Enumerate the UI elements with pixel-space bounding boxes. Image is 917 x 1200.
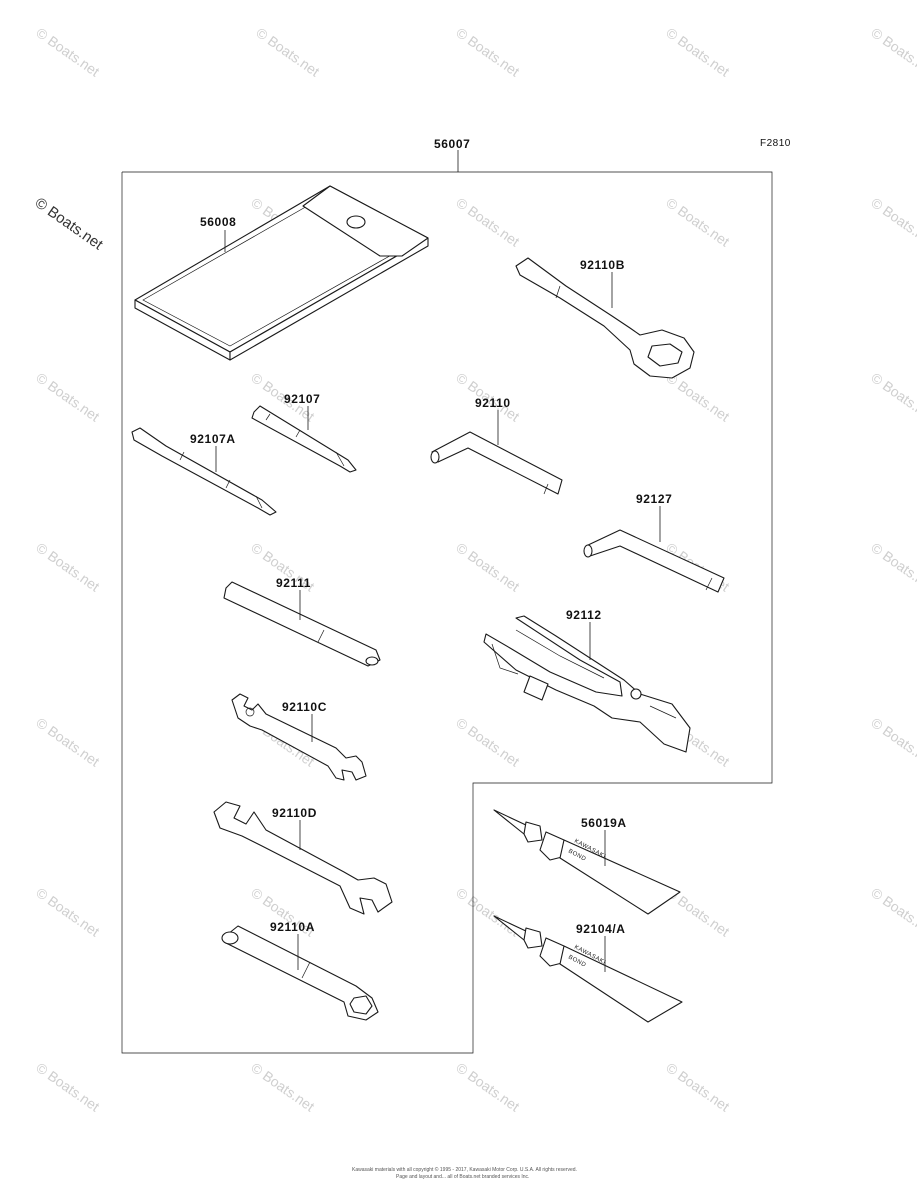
figure-id: F2810 xyxy=(760,138,791,149)
label-92111[interactable]: 92111 xyxy=(276,576,311,590)
watermark: © Boats.net xyxy=(248,1059,317,1114)
label-92127[interactable]: 92127 xyxy=(636,492,672,506)
watermark-main: © Boats.net xyxy=(32,194,107,253)
label-92107a[interactable]: 92107A xyxy=(190,432,236,446)
watermark: © Boats.net xyxy=(33,24,102,79)
hex-key-small xyxy=(583,529,725,593)
watermark: © Boats.net xyxy=(868,369,917,424)
hex-key xyxy=(430,431,563,495)
label-92110d[interactable]: 92110D xyxy=(272,806,317,820)
watermark: © Boats.net xyxy=(868,539,917,594)
watermark: © Boats.net xyxy=(33,884,102,939)
kit-outline xyxy=(121,150,773,1054)
footer-line2: Page and layout and... all of Boats.net … xyxy=(396,1174,529,1180)
watermark: © Boats.net xyxy=(453,884,522,939)
watermark: © Boats.net xyxy=(868,194,917,249)
label-56008[interactable]: 56008 xyxy=(200,215,236,229)
watermark: © Boats.net xyxy=(33,714,102,769)
watermark: © Boats.net xyxy=(453,714,522,769)
label-56007[interactable]: 56007 xyxy=(434,137,470,151)
open-end-wrench-large xyxy=(213,801,393,915)
watermark: © Boats.net xyxy=(253,24,322,79)
box-wrench xyxy=(221,925,379,1021)
watermark: © Boats.net xyxy=(453,1059,522,1114)
label-92110[interactable]: 92110 xyxy=(475,396,511,410)
watermark: © Boats.net xyxy=(453,194,522,249)
label-92112[interactable]: 92112 xyxy=(566,608,602,622)
footer-line1: Kawasaki materials with all copyright © … xyxy=(352,1166,577,1173)
watermark: © Boats.net xyxy=(33,1059,102,1114)
tool-handle xyxy=(223,581,381,667)
screwdriver-bit-a xyxy=(131,427,277,516)
watermark: © Boats.net xyxy=(663,194,732,249)
watermark: © Boats.net xyxy=(33,369,102,424)
ring-spanner xyxy=(515,257,695,379)
pliers xyxy=(483,615,691,753)
watermark: © Boats.net xyxy=(33,539,102,594)
label-92107[interactable]: 92107 xyxy=(284,392,320,406)
watermark-layer: © Boats.net © Boats.net © Boats.net © Bo… xyxy=(32,24,917,1114)
label-92110a[interactable]: 92110A xyxy=(270,920,315,934)
watermark: © Boats.net xyxy=(663,1059,732,1114)
label-92110b[interactable]: 92110B xyxy=(580,258,625,272)
watermark: © Boats.net xyxy=(453,24,522,79)
label-92104a[interactable]: 92104/A xyxy=(576,922,626,936)
label-92110c[interactable]: 92110C xyxy=(282,700,327,714)
open-end-wrench-small xyxy=(231,693,367,781)
watermark: © Boats.net xyxy=(868,714,917,769)
label-56019a[interactable]: 56019A xyxy=(581,816,627,830)
screwdriver-bit xyxy=(251,405,357,473)
watermark: © Boats.net xyxy=(868,884,917,939)
tool-pouch xyxy=(134,185,429,361)
watermark: © Boats.net xyxy=(868,24,917,79)
watermark: © Boats.net xyxy=(663,24,732,79)
watermark: © Boats.net xyxy=(453,539,522,594)
